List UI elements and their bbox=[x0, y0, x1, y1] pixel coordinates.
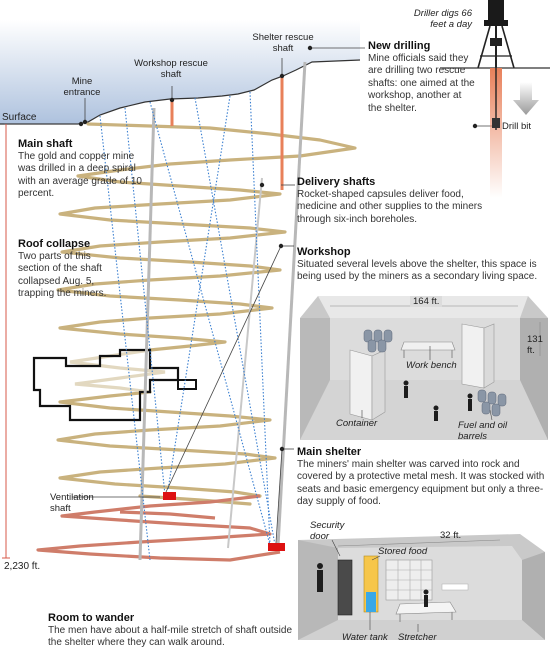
sky-gradient bbox=[0, 20, 360, 124]
water-tank-label: Water tank bbox=[342, 632, 388, 643]
delivery-shafts bbox=[99, 91, 276, 561]
delivery-shafts-body: Rocket-shaped capsules deliver food, med… bbox=[297, 189, 483, 225]
terrain-line bbox=[0, 59, 361, 125]
drill-column bbox=[490, 68, 502, 198]
new-drilling-body: Mine officials said they are drilling tw… bbox=[368, 53, 475, 114]
stored-food-label: Stored food bbox=[378, 546, 428, 557]
main-shaft-body: The gold and copper mine was drilled in … bbox=[18, 151, 142, 200]
drill-bit-label: Drill bit bbox=[502, 121, 532, 132]
delivery-shafts-title: Delivery shafts bbox=[297, 176, 376, 188]
main-shaft-title: Main shaft bbox=[18, 138, 73, 150]
shelter-target bbox=[268, 543, 285, 551]
room-to-wander-text: Room to wander The men have about a half… bbox=[48, 612, 308, 650]
delivery-shafts-text: Delivery shafts Rocket-shaped capsules d… bbox=[297, 176, 497, 226]
container-label: Container bbox=[336, 418, 378, 429]
main-shelter-title: Main shelter bbox=[297, 446, 362, 458]
surface-label: Surface bbox=[2, 112, 37, 123]
security-door-label: Security door bbox=[310, 520, 345, 542]
room-to-wander-body: The men have about a half-mile stretch o… bbox=[48, 625, 293, 649]
shelter-rescue-shaft-label: Shelter rescue shaft bbox=[252, 32, 314, 54]
workshop-body: Situated several levels above the shelte… bbox=[297, 259, 538, 283]
work-bench-label: Work bench bbox=[406, 360, 457, 371]
stretcher-label: Stretcher bbox=[398, 632, 437, 643]
collapsed-shaft bbox=[69, 348, 166, 394]
shelter-gray-shaft-2 bbox=[227, 177, 263, 549]
mine-entrance-label: Mine entrance bbox=[63, 76, 101, 98]
workshop-illustration bbox=[300, 296, 548, 440]
workshop-width-label: 164 ft. bbox=[410, 296, 443, 307]
main-shelter-body: The miners' main shelter was carved into… bbox=[297, 459, 545, 508]
new-drilling-title: New drilling bbox=[368, 40, 431, 52]
shelter-gray-shaft bbox=[276, 61, 307, 547]
depth-label: 2,230 ft. bbox=[4, 561, 41, 572]
roof-collapse-body: Two parts of this section of the shaft c… bbox=[18, 251, 107, 300]
shelter-width-label: 32 ft. bbox=[440, 530, 462, 541]
workshop-text: Workshop Situated several levels above t… bbox=[297, 246, 547, 284]
main-shelter-text: Main shelter The miners' main shelter wa… bbox=[297, 446, 547, 509]
ventilation-shaft-line bbox=[138, 107, 156, 561]
ventilation-shaft-label: Ventilation shaft bbox=[50, 492, 94, 514]
driller-note: Driller digs 66 feet a day bbox=[413, 8, 472, 30]
workshop-target bbox=[163, 492, 176, 500]
workshop-rescue-shaft-label: Workshop rescue shaft bbox=[134, 58, 208, 80]
roof-collapse-title: Roof collapse bbox=[18, 238, 91, 250]
roof-collapse-text: Roof collapse Two parts of this section … bbox=[18, 238, 108, 301]
room-to-wander-title: Room to wander bbox=[48, 612, 135, 624]
shelter-illustration bbox=[298, 534, 545, 640]
roof-collapse-outline-small bbox=[177, 379, 197, 390]
workshop-title: Workshop bbox=[297, 246, 351, 258]
drill-direction-arrow bbox=[513, 82, 539, 115]
fuel-barrels-label: Fuel and oil barrels bbox=[458, 420, 508, 442]
drill-rig-icon bbox=[477, 0, 515, 70]
new-drilling-text: New drilling Mine officials said they ar… bbox=[368, 40, 476, 115]
workshop-depth-label: 131 ft. bbox=[527, 334, 543, 356]
main-shaft-text: Main shaft The gold and copper mine was … bbox=[18, 138, 146, 201]
